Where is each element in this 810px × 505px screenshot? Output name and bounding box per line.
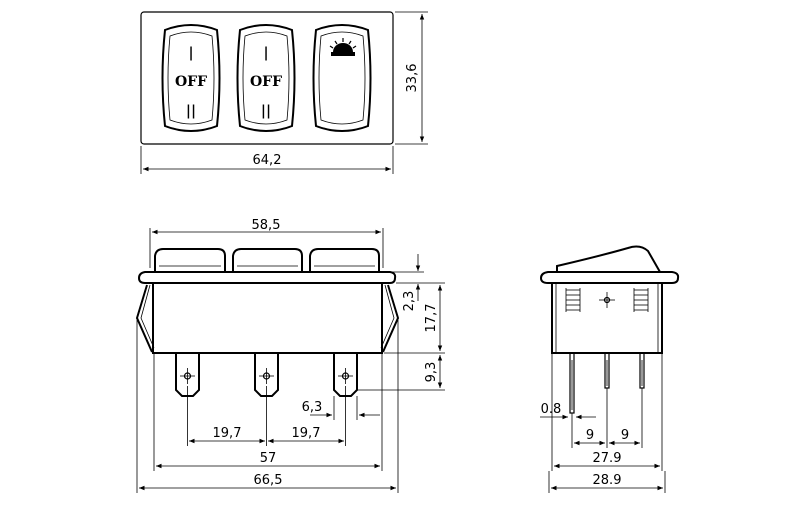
- body-height-dimension: 17,7: [424, 304, 439, 333]
- side-rocker: [556, 245, 662, 273]
- right-snap-clip: [382, 284, 400, 353]
- switch-1-label: OFF: [175, 74, 207, 90]
- side-view: 0.8 9 9 27.9 28.9: [539, 245, 680, 493]
- switch-2-bottom-mark: ||: [261, 103, 271, 119]
- side-ribs-right: [633, 288, 649, 312]
- overall-width-dimension: 66,5: [254, 473, 283, 488]
- side-pitch-left-dimension: 9: [586, 428, 594, 443]
- terminal-width-dimension: 6,3: [302, 400, 323, 415]
- side-ribs-left: [565, 288, 581, 312]
- clip-width-dimension: 57: [260, 451, 277, 466]
- front-rocker-2: [232, 248, 303, 272]
- pitch-left-dimension: 19,7: [213, 426, 242, 441]
- lamp-icon: [329, 38, 357, 56]
- rocker-switch-3: [312, 24, 372, 132]
- terminal-height-dimension: 9,3: [424, 362, 439, 383]
- front-view: 58,5 2,3 17,7 9,3 6,3 19,7 19,7 57: [135, 218, 445, 493]
- side-pitch-right-dimension: 9: [621, 428, 629, 443]
- side-body-width-dimension: 27.9: [593, 451, 622, 466]
- left-snap-clip: [135, 284, 153, 353]
- front-flange: [137, 271, 397, 284]
- front-rocker-3: [309, 248, 380, 272]
- top-height-dimension: 33,6: [405, 64, 420, 93]
- switch-2-top-mark: |: [263, 45, 268, 61]
- side-overall-width-dimension: 28.9: [593, 473, 622, 488]
- switch-1-bottom-mark: ||: [186, 103, 196, 119]
- rocker-switch-2: | OFF ||: [236, 24, 296, 132]
- side-center-mark: [599, 292, 615, 308]
- top-width-58-dimension: 58,5: [252, 218, 281, 233]
- pin-thickness-dimension: 0.8: [541, 402, 562, 417]
- top-view: | OFF || | OFF ||: [140, 11, 428, 174]
- switch-2-label: OFF: [250, 74, 282, 90]
- flange-thickness-dimension: 2,3: [402, 291, 417, 312]
- rocker-switch-1: | OFF ||: [161, 24, 221, 132]
- top-view-outline: [140, 11, 394, 145]
- front-rocker-1: [154, 248, 226, 272]
- front-body: [152, 282, 383, 354]
- top-width-dimension: 64,2: [253, 153, 282, 168]
- switch-1-top-mark: |: [188, 45, 193, 61]
- side-flange: [539, 271, 680, 284]
- pitch-right-dimension: 19,7: [292, 426, 321, 441]
